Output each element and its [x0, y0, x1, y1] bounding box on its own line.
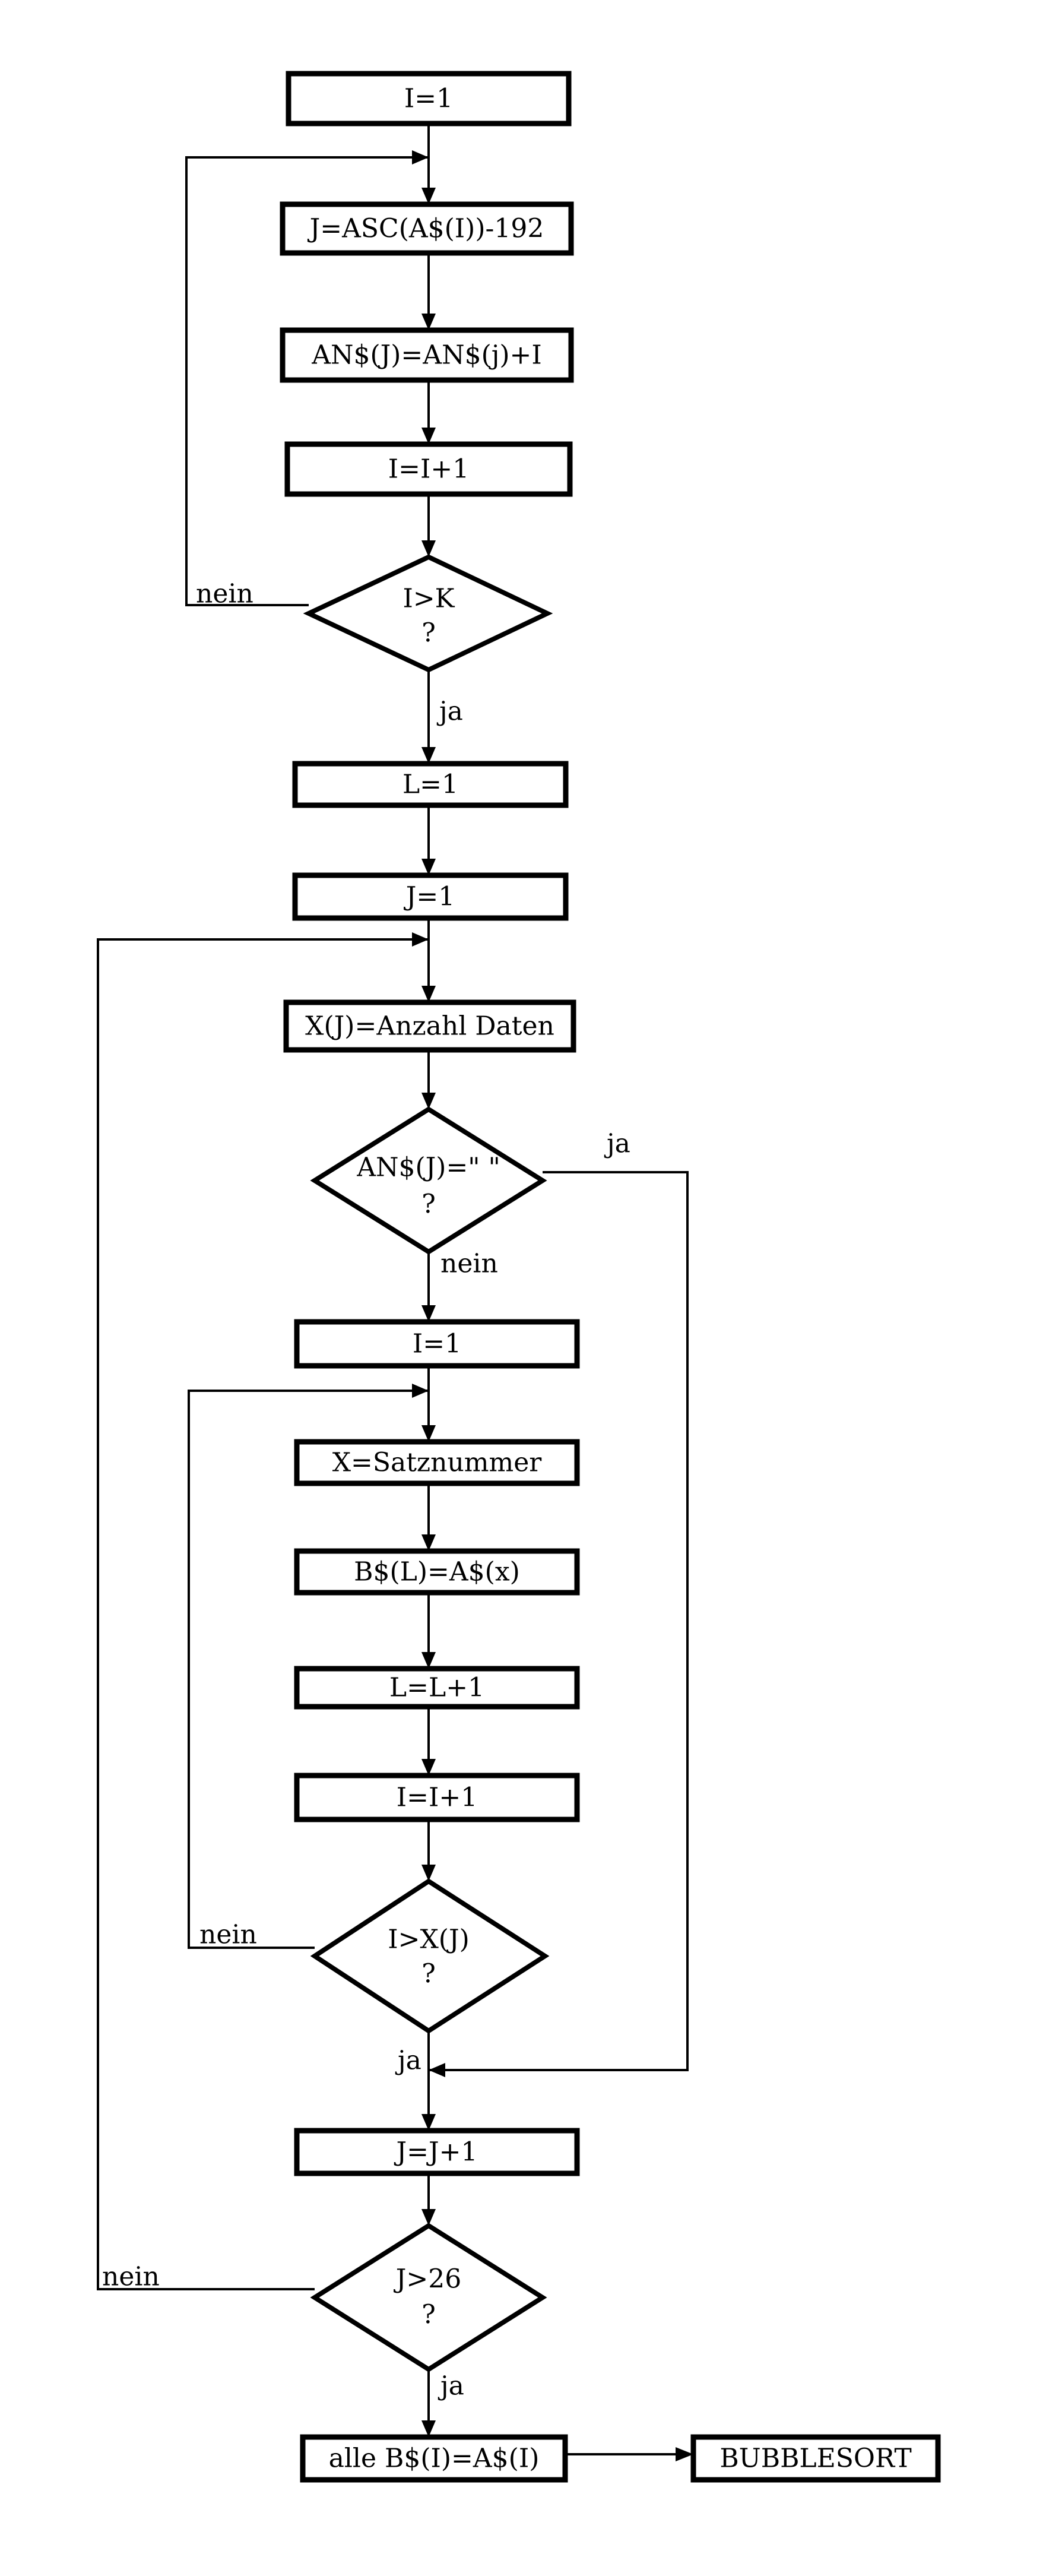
arrowheads: [412, 150, 693, 2461]
label-nein-i-gt-xj: nein: [199, 1920, 257, 1950]
label-ja-i-gt-xj: ja: [395, 2046, 421, 2076]
process-b-assign-label: B$(L)=A$(x): [354, 1557, 520, 1587]
process-i-inc-1: I=I+1: [284, 441, 573, 497]
decision-i-gt-k-line1: I>K: [402, 584, 455, 614]
process-bubblesort-label: BUBBLESORT: [719, 2444, 911, 2474]
process-xj-count-label: X(J)=Anzahl Daten: [305, 1011, 554, 1042]
process-i-init-2: I=1: [294, 1319, 580, 1369]
decision-i-gt-xj-line2: ?: [421, 1959, 436, 1989]
label-ja-an-empty: ja: [604, 1129, 630, 1159]
process-x-satz: X=Satznummer: [294, 1439, 580, 1486]
process-i-inc-1-label: I=I+1: [388, 454, 470, 485]
loop-j-gt-26-nein: [97, 938, 429, 2290]
process-xj-count: X(J)=Anzahl Daten: [283, 999, 576, 1053]
label-ja-j-gt-26: ja: [438, 2371, 464, 2401]
process-l-init: L=1: [292, 761, 569, 808]
process-j-inc: J=J+1: [294, 2128, 580, 2176]
process-j-init-label: J=1: [404, 882, 455, 912]
process-j-asc-label: J=ASC(A$(I))-192: [308, 214, 544, 244]
label-nein-i-gt-k: nein: [196, 579, 253, 609]
loop-i-gt-xj-nein: [188, 1390, 429, 1949]
decision-j-gt-26: J>26 ?: [310, 2223, 547, 2372]
process-all-b: alle B$(I)=A$(I): [300, 2434, 568, 2483]
process-j-asc: J=ASC(A$(I))-192: [280, 201, 574, 256]
decision-an-empty-line2: ?: [421, 1189, 436, 1220]
process-all-b-label: alle B$(I)=A$(I): [329, 2444, 540, 2474]
process-l-inc-label: L=L+1: [389, 1673, 484, 1703]
process-l-init-label: L=1: [402, 770, 458, 800]
loop-i-gt-k-nein: [185, 156, 429, 606]
decision-j-gt-26-line1: J>26: [394, 2264, 462, 2295]
label-nein-j-gt-26: nein: [102, 2262, 160, 2292]
process-i-inc-2-label: I=I+1: [397, 1783, 478, 1813]
process-i-init-1-label: I=1: [404, 84, 453, 114]
process-j-init: J=1: [292, 872, 569, 921]
decision-i-gt-xj-line1: I>X(J): [388, 1925, 470, 1955]
process-bubblesort: BUBBLESORT: [690, 2434, 941, 2483]
label-nein-an-empty: nein: [440, 1249, 498, 1279]
process-i-init-1: I=1: [286, 71, 572, 126]
process-i-inc-2: I=I+1: [294, 1773, 580, 1822]
process-b-assign: B$(L)=A$(x): [294, 1548, 580, 1596]
branch-an-empty-ja: [429, 1171, 689, 2071]
decision-i-gt-k-line2: ?: [421, 618, 436, 648]
process-i-init-2-label: I=1: [413, 1329, 461, 1359]
process-an-update-label: AN$(J)=AN$(j)+I: [311, 340, 542, 371]
decision-an-empty: AN$(J)=" " ?: [310, 1106, 547, 1255]
process-an-update: AN$(J)=AN$(j)+I: [280, 327, 574, 383]
decision-j-gt-26-line2: ?: [421, 2300, 436, 2330]
label-ja-i-gt-k: ja: [436, 697, 463, 727]
decision-an-empty-line1: AN$(J)=" ": [356, 1153, 500, 1183]
decision-i-gt-k: I>K ?: [303, 554, 553, 673]
process-j-inc-label: J=J+1: [394, 2137, 477, 2167]
process-x-satz-label: X=Satznummer: [332, 1448, 543, 1478]
process-l-inc: L=L+1: [294, 1666, 580, 1710]
decision-i-gt-xj: I>X(J) ?: [310, 1878, 550, 2034]
connectors: [97, 124, 689, 2455]
branch-labels: nein ja ja nein nein ja nein ja: [102, 579, 630, 2401]
